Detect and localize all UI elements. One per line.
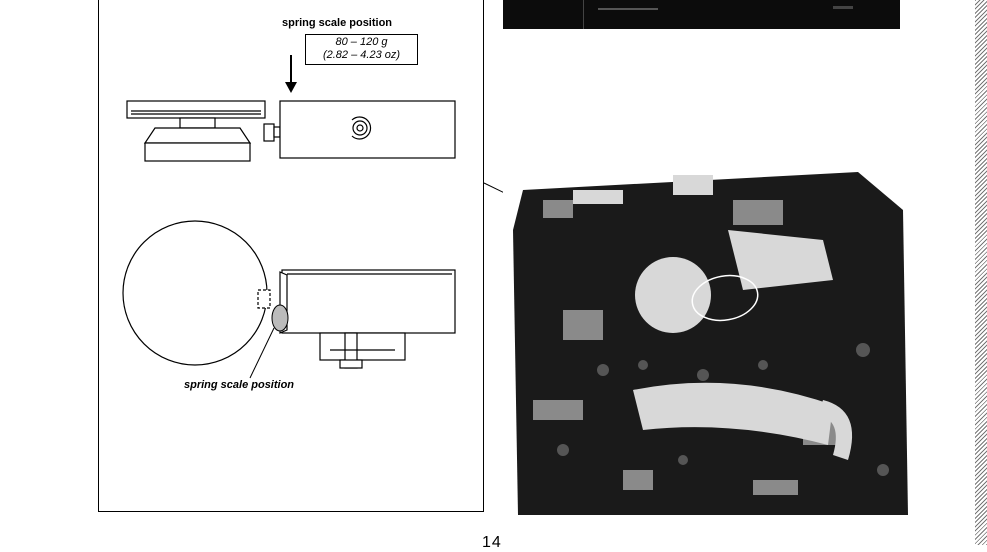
spring-scale-label-top: spring scale position xyxy=(282,17,393,29)
spring-scale-label-bottom: spring scale position xyxy=(184,379,295,391)
down-arrow-icon xyxy=(285,55,297,93)
force-spec-grams: 80 – 120 g xyxy=(335,36,388,48)
mechanism-photo xyxy=(503,170,908,515)
page-number: 14 xyxy=(482,534,502,551)
idler-block-top-view xyxy=(279,269,456,369)
page-edge-hatch xyxy=(975,0,987,545)
reel-top-view xyxy=(122,220,271,366)
reel-side-view xyxy=(126,100,281,162)
spring-scale-contact-marker xyxy=(249,304,289,379)
diagram-frame xyxy=(98,0,484,512)
photo-strip-top xyxy=(503,0,900,29)
force-spec-ounces: (2.82 – 4.23 oz) xyxy=(322,49,401,61)
force-spec-box: 80 – 120 g (2.82 – 4.23 oz) xyxy=(305,34,418,65)
idler-block-side-view xyxy=(279,100,456,159)
